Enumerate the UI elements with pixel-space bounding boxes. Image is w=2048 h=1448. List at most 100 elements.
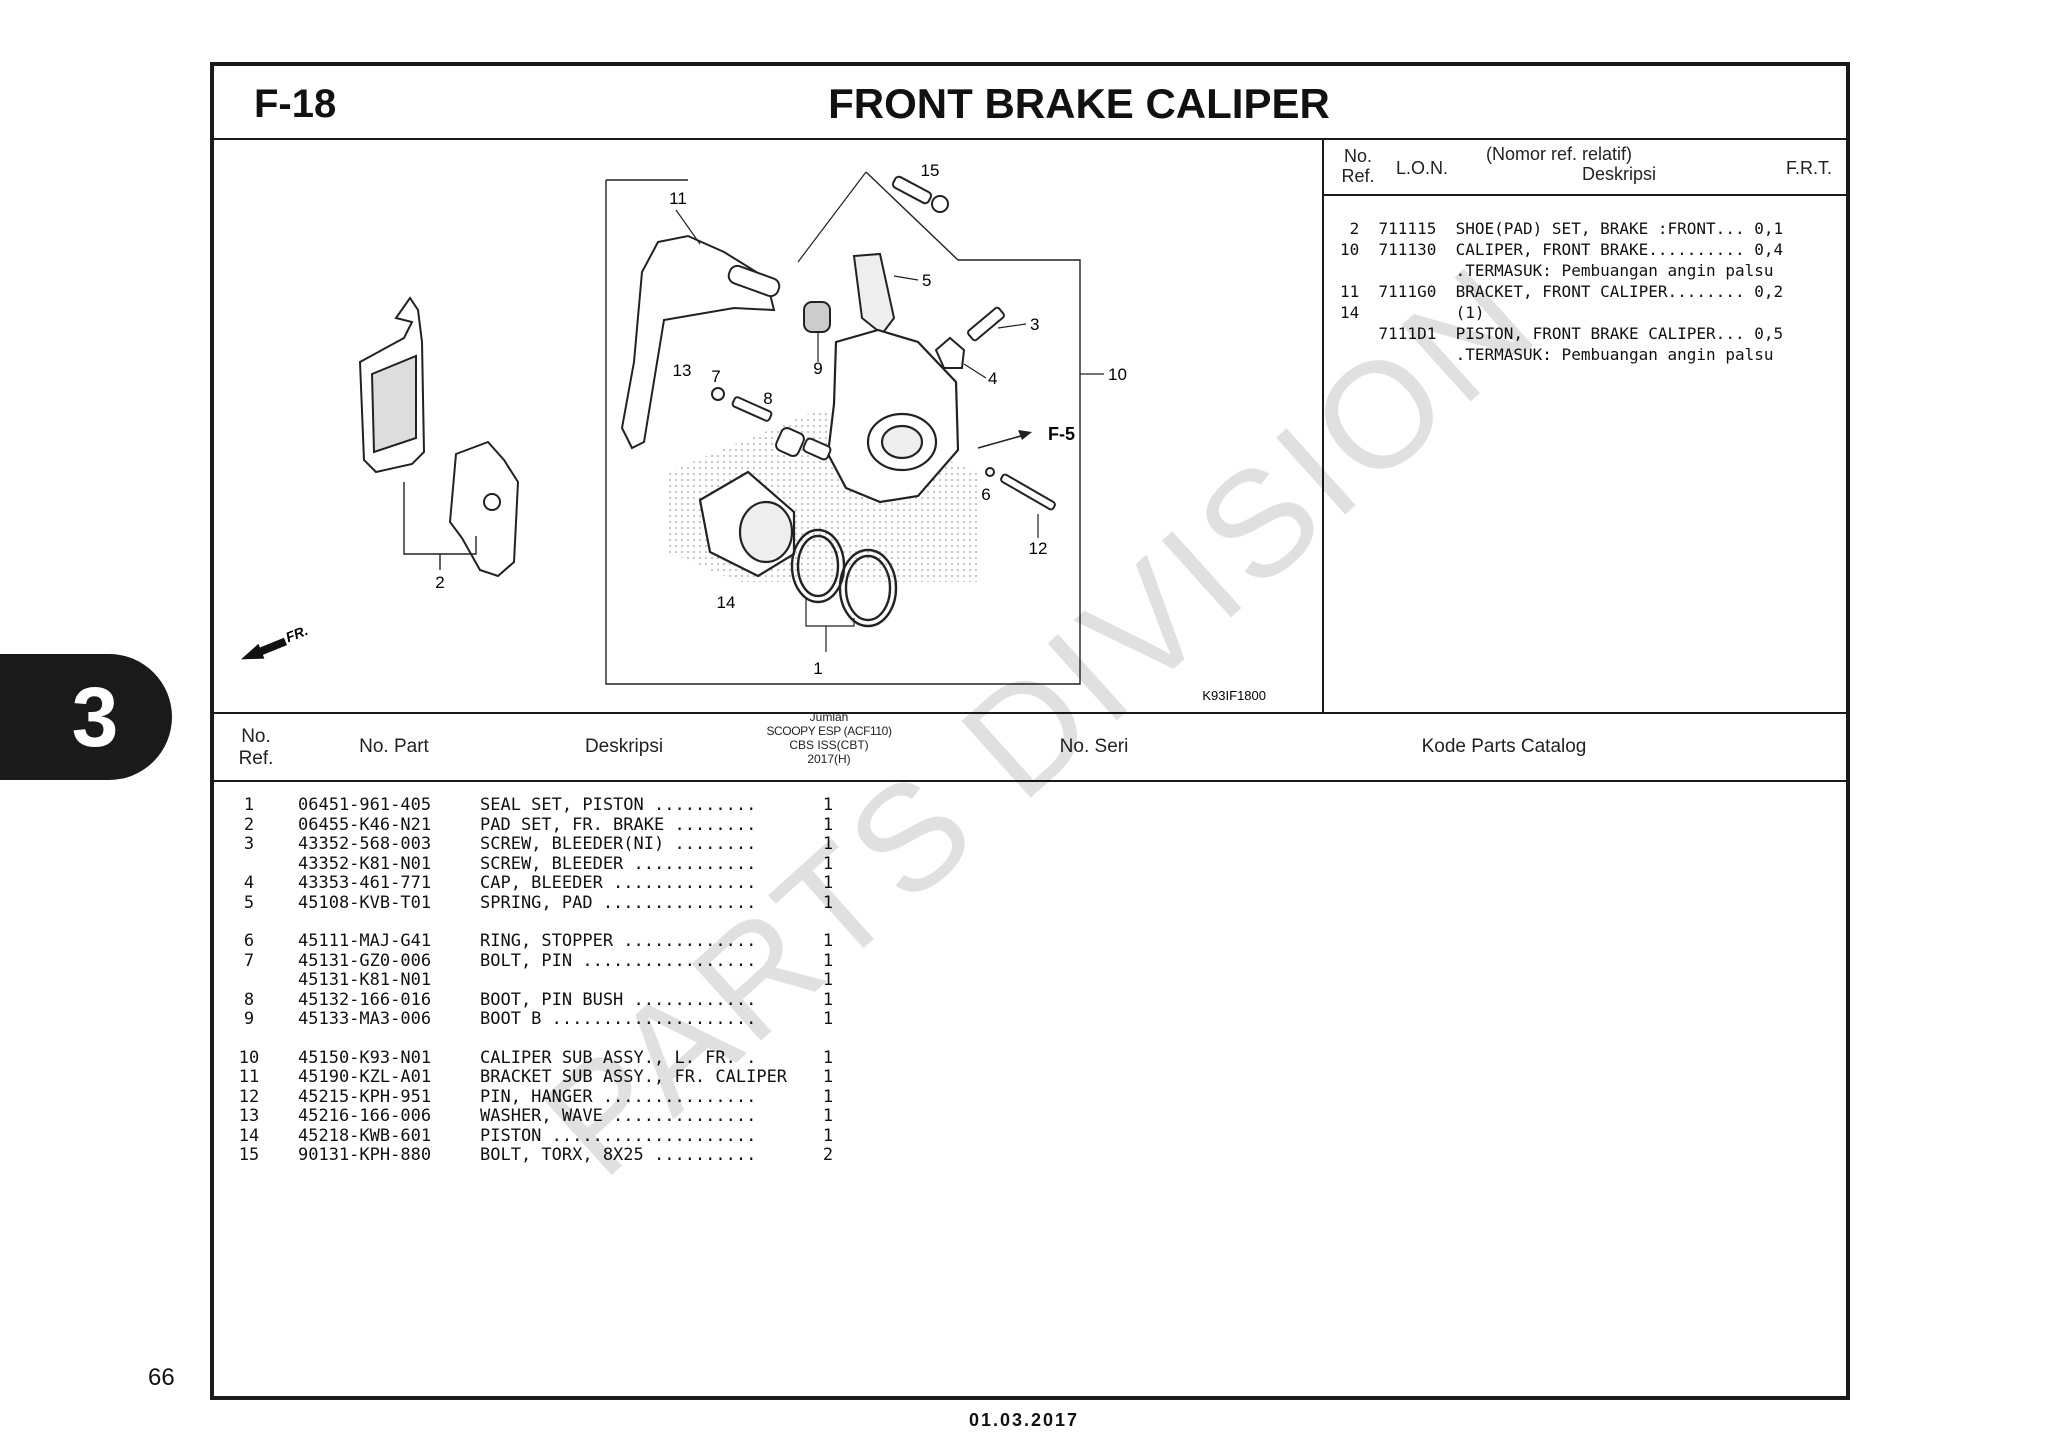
part-number: 45131-K81-N01 <box>298 970 432 990</box>
part-quantity: 1 <box>822 931 834 951</box>
part-ref: 10 <box>238 1047 260 1068</box>
fr-label: FR. <box>283 622 310 645</box>
part-description: BRACKET SUB ASSY., FR. CALIPER <box>480 1067 788 1087</box>
callout-15: 15 <box>921 161 940 180</box>
part-description: RING, STOPPER ............. <box>480 931 757 951</box>
ref-head-deskripsi: Deskripsi <box>1582 164 1657 184</box>
part-ref: 6 <box>243 931 255 951</box>
part-description: SCREW, BLEEDER(NI) ........ <box>480 834 757 854</box>
part-quantity: 1 <box>822 989 834 1010</box>
parts-head-no-part: No. Part <box>359 736 429 757</box>
parts-head-jumlah: Jumlah <box>809 710 849 724</box>
part-quantity: 2 <box>822 1145 834 1165</box>
part-number: 43352-K81-N01 <box>298 853 432 874</box>
part-number: 45218-KWB-601 <box>298 1125 432 1146</box>
part-description: BOOT, PIN BUSH ............ <box>480 989 757 1010</box>
part-ref: 15 <box>238 1145 260 1165</box>
part-ref: 4 <box>243 873 255 893</box>
part-number: 45132-166-016 <box>298 989 432 1010</box>
part-number: 43353-461-771 <box>298 873 432 893</box>
callout-4: 4 <box>988 369 997 388</box>
part-number: 45131-GZ0-006 <box>298 950 432 971</box>
ref-row: 14 (1) <box>1340 303 1485 322</box>
parts-head-kode: Kode Parts Catalog <box>1421 736 1587 757</box>
part-ref: 1 <box>243 795 255 815</box>
part-number: 45216-166-006 <box>298 1106 432 1126</box>
parts-head-deskripsi: Deskripsi <box>584 736 664 757</box>
part-quantity: 1 <box>822 1067 834 1087</box>
part-number: 45133-MA3-006 <box>298 1009 432 1029</box>
part-ref: 13 <box>238 1106 260 1126</box>
parts-head-no: No. <box>241 726 271 747</box>
callout-6: 6 <box>981 485 990 504</box>
part-ref: 14 <box>238 1125 260 1146</box>
part-quantity: 1 <box>822 1106 834 1126</box>
part-ref: 12 <box>238 1086 260 1107</box>
table-top-divider <box>214 712 1846 714</box>
ref-row: 11 7111G0 BRACKET, FRONT CALIPER........… <box>1340 282 1784 301</box>
part-quantity: 1 <box>822 1047 834 1068</box>
diagram-divider <box>1322 138 1324 714</box>
ref-panel: No. Ref. L.O.N. (Nomor ref. relatif) Des… <box>1324 142 1846 712</box>
part-number: 06455-K46-N21 <box>298 814 432 835</box>
part-quantity: 1 <box>822 853 834 874</box>
part-ref: 5 <box>243 892 255 913</box>
parts-head-year: 2017(H) <box>807 752 851 766</box>
part-ref: 2 <box>243 814 255 835</box>
callout-12: 12 <box>1029 539 1048 558</box>
title-divider <box>214 138 1846 140</box>
image-code: K93IF1800 <box>1202 688 1266 703</box>
part-quantity: 1 <box>822 1125 834 1146</box>
part-description: PAD SET, FR. BRAKE ........ <box>480 814 757 835</box>
part-number: 06451-961-405 <box>298 795 432 815</box>
callout-2: 2 <box>435 573 444 592</box>
part-quantity: 1 <box>822 1086 834 1107</box>
part-ref: 8 <box>243 989 255 1010</box>
part-description: PIN, HANGER ............... <box>480 1086 757 1107</box>
part-quantity: 1 <box>822 834 834 854</box>
part-description: CAP, BLEEDER .............. <box>480 873 757 893</box>
part-number: 45215-KPH-951 <box>298 1086 432 1107</box>
part-description: CALIPER SUB ASSY., L. FR. . <box>480 1047 757 1068</box>
table-header-divider <box>214 780 1846 782</box>
part-ref: 9 <box>243 1009 255 1029</box>
callout-8: 8 <box>763 389 772 408</box>
exploded-diagram: F-5 FR. 1 2 3 4 5 6 7 8 9 10 11 12 13 14… <box>240 161 1266 703</box>
part-ref: 11 <box>238 1067 260 1087</box>
ref-head-frt: F.R.T. <box>1786 158 1833 178</box>
parts-head-variant: CBS ISS(CBT) <box>789 738 869 752</box>
part-description: BOLT, PIN ................. <box>480 950 757 971</box>
ref-row: 10 711130 CALIPER, FRONT BRAKE..........… <box>1340 240 1784 259</box>
section-code: F-18 <box>254 82 337 126</box>
ref-row: .TERMASUK: Pembuangan angin palsu <box>1340 261 1774 280</box>
callout-5: 5 <box>922 271 931 290</box>
part-ref: 3 <box>243 834 255 854</box>
callout-9: 9 <box>813 359 822 378</box>
part-number: 45111-MAJ-G41 <box>298 931 432 951</box>
section-title: FRONT BRAKE CALIPER <box>828 80 1330 127</box>
parts-head-ref: Ref. <box>238 748 274 769</box>
parts-head-model: SCOOPY ESP (ACF110) <box>766 724 892 738</box>
callout-13: 13 <box>673 361 692 380</box>
chapter-tab: 3 <box>0 654 172 780</box>
part-description: SPRING, PAD ............... <box>480 892 757 913</box>
part-description: BOOT B .................... <box>480 1009 757 1029</box>
callout-7: 7 <box>711 367 720 386</box>
parts-head-no-seri: No. Seri <box>1059 736 1129 757</box>
ref-head-divider <box>1324 194 1846 196</box>
part-number: 43352-568-003 <box>298 834 432 854</box>
footer-date: 01.03.2017 <box>968 1410 1080 1430</box>
part-ref: 7 <box>243 950 255 971</box>
part-quantity: 1 <box>822 873 834 893</box>
part-number: 45150-K93-N01 <box>298 1047 432 1068</box>
part-number: 90131-KPH-880 <box>298 1145 432 1165</box>
part-description: SEAL SET, PISTON .......... <box>480 795 757 815</box>
part-description: SCREW, BLEEDER ............ <box>480 853 757 874</box>
part-quantity: 1 <box>822 950 834 971</box>
callout-14: 14 <box>717 593 736 612</box>
part-quantity: 1 <box>822 970 834 990</box>
part-quantity: 1 <box>822 814 834 835</box>
ref-row: 7111D1 PISTON, FRONT BRAKE CALIPER... 0,… <box>1340 324 1784 343</box>
ref-head-lon: L.O.N. <box>1396 158 1449 178</box>
page-frame: F-18 FRONT BRAKE CALIPER <box>210 62 1850 1400</box>
